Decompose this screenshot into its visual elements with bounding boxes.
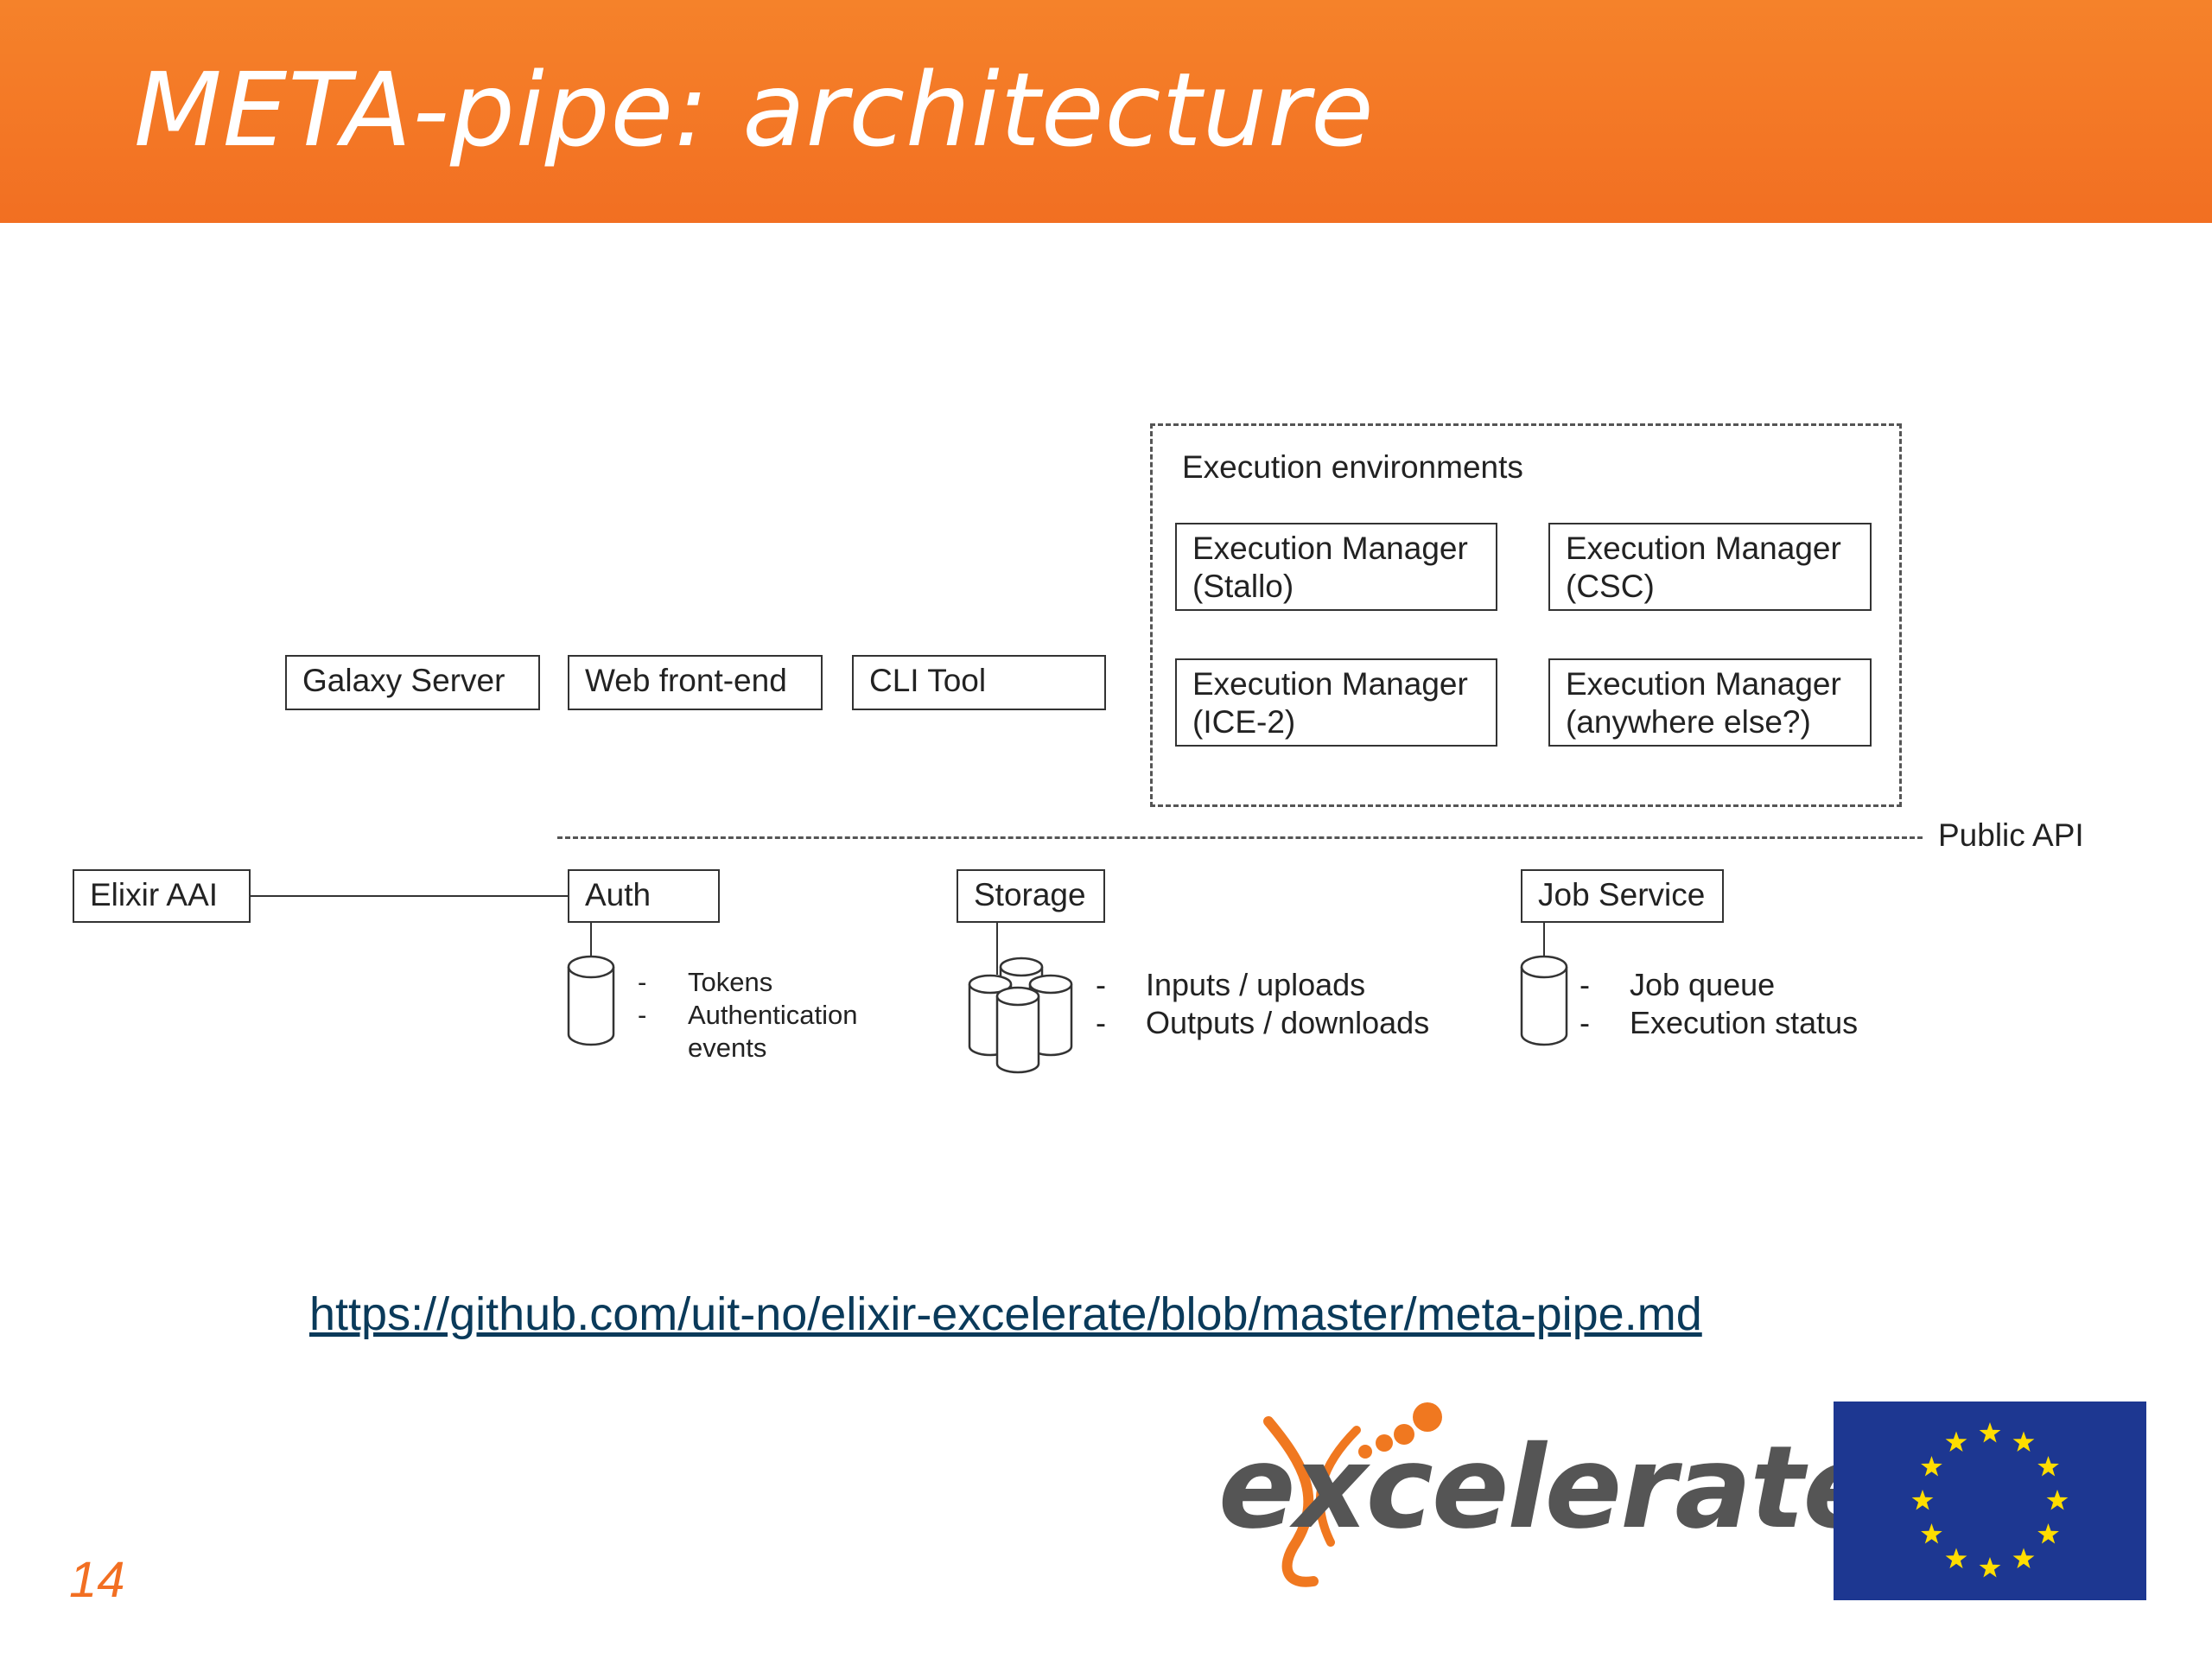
storage-database-icon	[968, 957, 1073, 1074]
execution-environments-label: Execution environments	[1182, 449, 1523, 485]
execution-manager-anywhere: Execution Manager (anywhere else?)	[1548, 658, 1872, 747]
cli-tool-box: CLI Tool	[852, 655, 1106, 710]
list-item: Outputs / downloads	[1146, 1005, 1430, 1040]
manager-line2: (CSC)	[1566, 569, 1655, 604]
job-service-box: Job Service	[1521, 869, 1724, 923]
bullet-dash: -	[1580, 967, 1590, 1002]
eu-flag	[1834, 1402, 2146, 1600]
list-item: Tokens	[688, 967, 773, 997]
github-link[interactable]: https://github.com/uit-no/elixir-exceler…	[309, 1288, 1702, 1340]
execution-manager-csc: Execution Manager (CSC)	[1548, 523, 1872, 611]
manager-line1: Execution Manager	[1192, 531, 1468, 566]
manager-line1: Execution Manager	[1566, 666, 1841, 702]
list-item: events	[688, 1033, 767, 1063]
slide-header	[0, 0, 2212, 223]
eu-star-icon	[2037, 1523, 2059, 1544]
eu-star-icon	[1945, 1431, 1967, 1452]
galaxy-server-box: Galaxy Server	[285, 655, 540, 710]
list-item: Execution status	[1630, 1005, 1859, 1040]
eu-star-icon	[1979, 1557, 2001, 1578]
eu-star-icon	[2046, 1490, 2069, 1510]
eu-star-icon	[1921, 1456, 1942, 1477]
bullet-dash: -	[638, 1000, 647, 1030]
eu-star-icon	[2012, 1431, 2035, 1452]
manager-line2: (anywhere else?)	[1566, 704, 1811, 740]
bullet-dash: -	[1096, 1005, 1106, 1040]
storage-box: Storage	[957, 869, 1105, 923]
storage-items-list: - Inputs / uploads - Outputs / downloads	[1096, 966, 1429, 1042]
eu-star-icon	[2037, 1456, 2059, 1477]
job-database-icon	[1520, 955, 1568, 1046]
slide-title: META-pipe: architecture	[134, 50, 1375, 169]
web-front-end-box: Web front-end	[568, 655, 823, 710]
manager-line2: (ICE-2)	[1192, 704, 1296, 740]
auth-db-connector	[590, 923, 592, 959]
eu-star-icon	[1979, 1422, 2001, 1443]
eu-star-icon	[1921, 1523, 1942, 1544]
manager-line2: (Stallo)	[1192, 569, 1294, 604]
bullet-dash: -	[1580, 1005, 1590, 1040]
auth-database-icon	[567, 955, 615, 1046]
job-items-list: - Job queue - Execution status	[1580, 966, 1858, 1042]
eu-star-icon	[1945, 1548, 1967, 1569]
manager-line1: Execution Manager	[1566, 531, 1841, 566]
list-item: Inputs / uploads	[1146, 967, 1366, 1002]
elixir-auth-connector	[251, 895, 569, 897]
bullet-dash: -	[1096, 967, 1106, 1002]
bullet-dash: -	[638, 967, 647, 997]
page-number: 14	[69, 1552, 125, 1608]
list-item: Authentication	[688, 1000, 858, 1030]
manager-line1: Execution Manager	[1192, 666, 1468, 702]
execution-manager-ice2: Execution Manager (ICE-2)	[1175, 658, 1497, 747]
list-item: Job queue	[1630, 967, 1776, 1002]
eu-star-icon	[1911, 1490, 1934, 1510]
public-api-line	[557, 836, 1923, 839]
execution-manager-stallo: Execution Manager (Stallo)	[1175, 523, 1497, 611]
bullet-spacer	[638, 1032, 688, 1065]
excelerate-logo-text: excelerate	[1218, 1421, 1880, 1554]
elixir-aai-box: Elixir AAI	[73, 869, 251, 923]
eu-stars-icon	[1911, 1422, 2069, 1578]
auth-items-list: - Tokens - Authentication events	[638, 966, 857, 1065]
execution-environments-region	[1150, 423, 1902, 807]
storage-db-connector	[996, 923, 998, 975]
job-db-connector	[1543, 923, 1545, 959]
public-api-label: Public API	[1938, 817, 2084, 853]
auth-box: Auth	[568, 869, 720, 923]
eu-star-icon	[2012, 1548, 2035, 1569]
excelerate-dna-icon	[1263, 1402, 1442, 1587]
